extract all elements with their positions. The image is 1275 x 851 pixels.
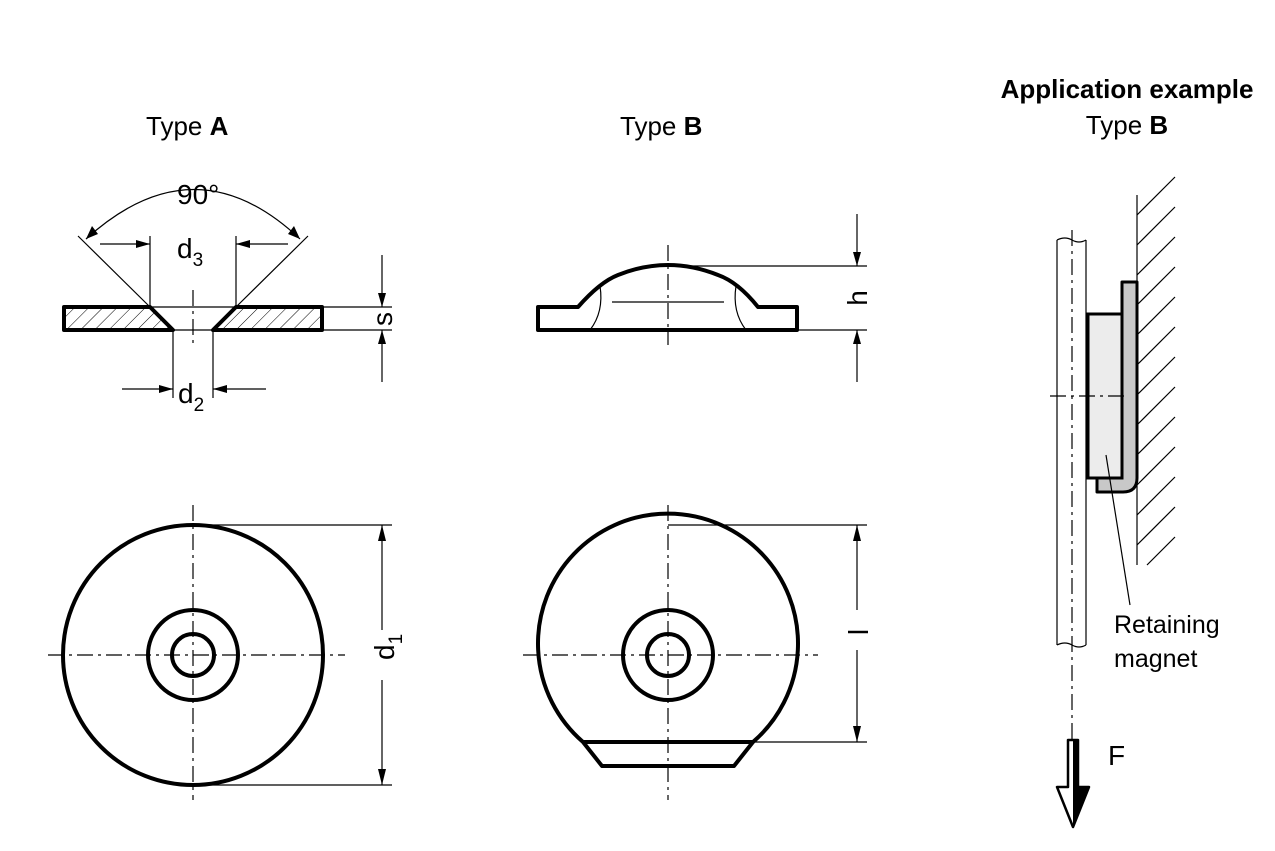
application-example: Application example Type B [1001, 74, 1254, 829]
force-label: F [1108, 740, 1125, 771]
application-type-title: Type B [1086, 110, 1168, 140]
l-label: l [843, 629, 874, 635]
type-a-view: Type A 90° d3 d2 [48, 111, 407, 800]
d3-arrow-left [136, 240, 150, 248]
s-arrow-bottom [378, 330, 386, 344]
type-a-title: Type A [146, 111, 229, 141]
type-b-title: Type B [620, 111, 702, 141]
angle-90-arc [85, 189, 301, 240]
angle-label: 90° [177, 179, 219, 210]
countersink-line-left [77, 235, 151, 308]
force-arrow-shade [1073, 740, 1089, 827]
d1-label-mask [370, 630, 400, 680]
wall-hatching [1136, 176, 1176, 566]
section-right [211, 305, 324, 332]
section-left [62, 305, 175, 332]
s-arrow-top [378, 293, 386, 307]
bracket [1095, 280, 1139, 494]
l-arrow-bottom [853, 726, 861, 742]
d2-arrow-right [213, 385, 227, 393]
callout-retaining: Retaining [1114, 611, 1220, 639]
d1-label: d1 [369, 634, 407, 660]
d1-arrow-top [378, 525, 386, 541]
type-b-outer-outline [536, 511, 800, 768]
angle-arrow-right [288, 226, 300, 239]
application-heading: Application example [1001, 74, 1254, 104]
d2-arrow-left [159, 385, 173, 393]
d1-arrow-bottom [378, 769, 386, 785]
angle-arrow-left [86, 226, 98, 239]
type-b-view: Type B h l [523, 111, 874, 800]
callout-magnet: magnet [1114, 645, 1197, 673]
s-label: s [367, 312, 398, 326]
d3-arrow-right [236, 240, 250, 248]
d3-label: d3 [177, 233, 203, 271]
type-b-dome-inner-right [734, 285, 759, 331]
countersink-line-right [235, 235, 309, 308]
type-b-dome-inner-left [577, 285, 602, 331]
magnet-leader-line [1105, 454, 1131, 606]
h-arrow-top [853, 252, 861, 266]
h-arrow-bottom [853, 330, 861, 344]
d2-label: d2 [178, 378, 204, 416]
l-arrow-top [853, 525, 861, 541]
h-label: h [842, 290, 873, 306]
l-label-mask [845, 610, 873, 650]
